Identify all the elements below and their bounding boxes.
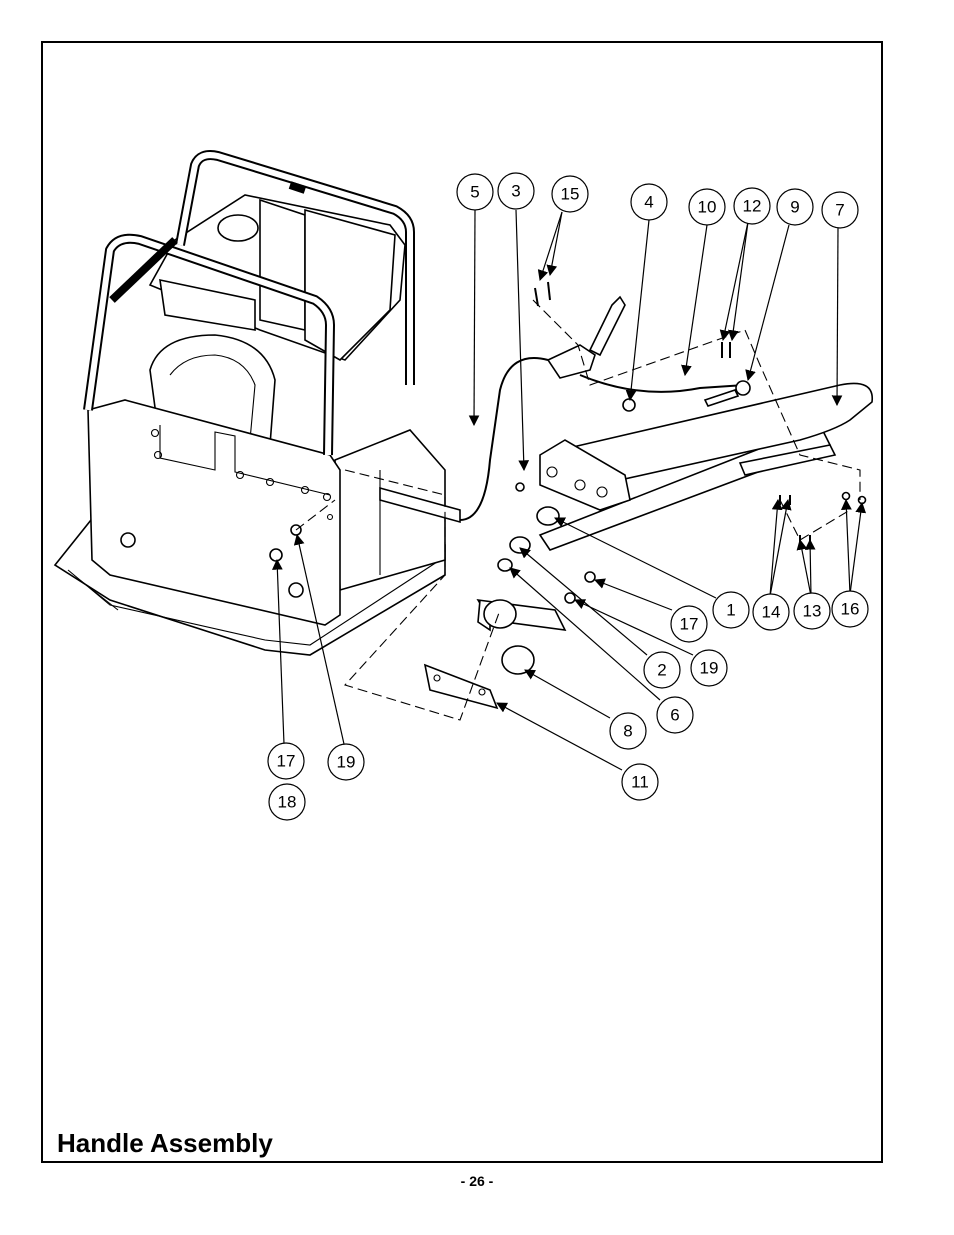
svg-text:19: 19 bbox=[337, 753, 356, 772]
svg-text:15: 15 bbox=[561, 185, 580, 204]
callout-12: 12 bbox=[733, 187, 771, 225]
callout-2: 2 bbox=[643, 651, 681, 689]
callout-16: 16 bbox=[831, 590, 869, 628]
assembly-dashed-lines bbox=[295, 299, 861, 721]
svg-text:10: 10 bbox=[698, 198, 717, 217]
svg-text:6: 6 bbox=[670, 706, 679, 725]
callout-6: 6 bbox=[656, 696, 694, 734]
svg-text:14: 14 bbox=[762, 603, 781, 622]
svg-text:17: 17 bbox=[680, 615, 699, 634]
callout-10: 10 bbox=[688, 188, 726, 226]
callout-19-right: 19 bbox=[690, 649, 728, 687]
svg-text:18: 18 bbox=[278, 793, 297, 812]
callout-9: 9 bbox=[776, 188, 814, 226]
callout-3: 3 bbox=[497, 172, 535, 210]
page-number: - 26 - bbox=[460, 1173, 494, 1189]
svg-text:17: 17 bbox=[277, 752, 296, 771]
callout-7: 7 bbox=[821, 191, 859, 229]
page-frame bbox=[41, 41, 883, 1163]
callout-17-left: 17 bbox=[267, 742, 305, 780]
callout-17-right: 17 bbox=[670, 605, 708, 643]
page-title: Handle Assembly bbox=[57, 1128, 273, 1158]
svg-text:11: 11 bbox=[631, 773, 649, 792]
svg-text:16: 16 bbox=[841, 600, 860, 619]
plate-compactor bbox=[53, 150, 461, 656]
leader-lines bbox=[271, 209, 867, 771]
callout-5: 5 bbox=[456, 173, 494, 211]
callout-19-left: 19 bbox=[327, 743, 365, 781]
svg-text:5: 5 bbox=[470, 183, 479, 202]
handle-parts bbox=[269, 281, 873, 710]
callout-18: 18 bbox=[268, 783, 306, 821]
callout-4: 4 bbox=[630, 183, 668, 221]
svg-text:2: 2 bbox=[657, 661, 666, 680]
callout-1: 1 bbox=[712, 591, 750, 629]
callout-8: 8 bbox=[609, 712, 647, 750]
svg-text:12: 12 bbox=[743, 197, 762, 216]
svg-text:3: 3 bbox=[511, 182, 520, 201]
svg-text:7: 7 bbox=[835, 201, 844, 220]
svg-text:13: 13 bbox=[803, 602, 822, 621]
svg-text:19: 19 bbox=[700, 659, 719, 678]
callout-11: 11 bbox=[621, 763, 659, 801]
svg-text:8: 8 bbox=[623, 722, 632, 741]
svg-text:9: 9 bbox=[790, 198, 799, 217]
svg-text:1: 1 bbox=[726, 601, 735, 620]
callout-15: 15 bbox=[551, 175, 589, 213]
callout-14: 14 bbox=[752, 593, 790, 631]
callout-13: 13 bbox=[793, 592, 831, 630]
svg-text:4: 4 bbox=[644, 193, 653, 212]
